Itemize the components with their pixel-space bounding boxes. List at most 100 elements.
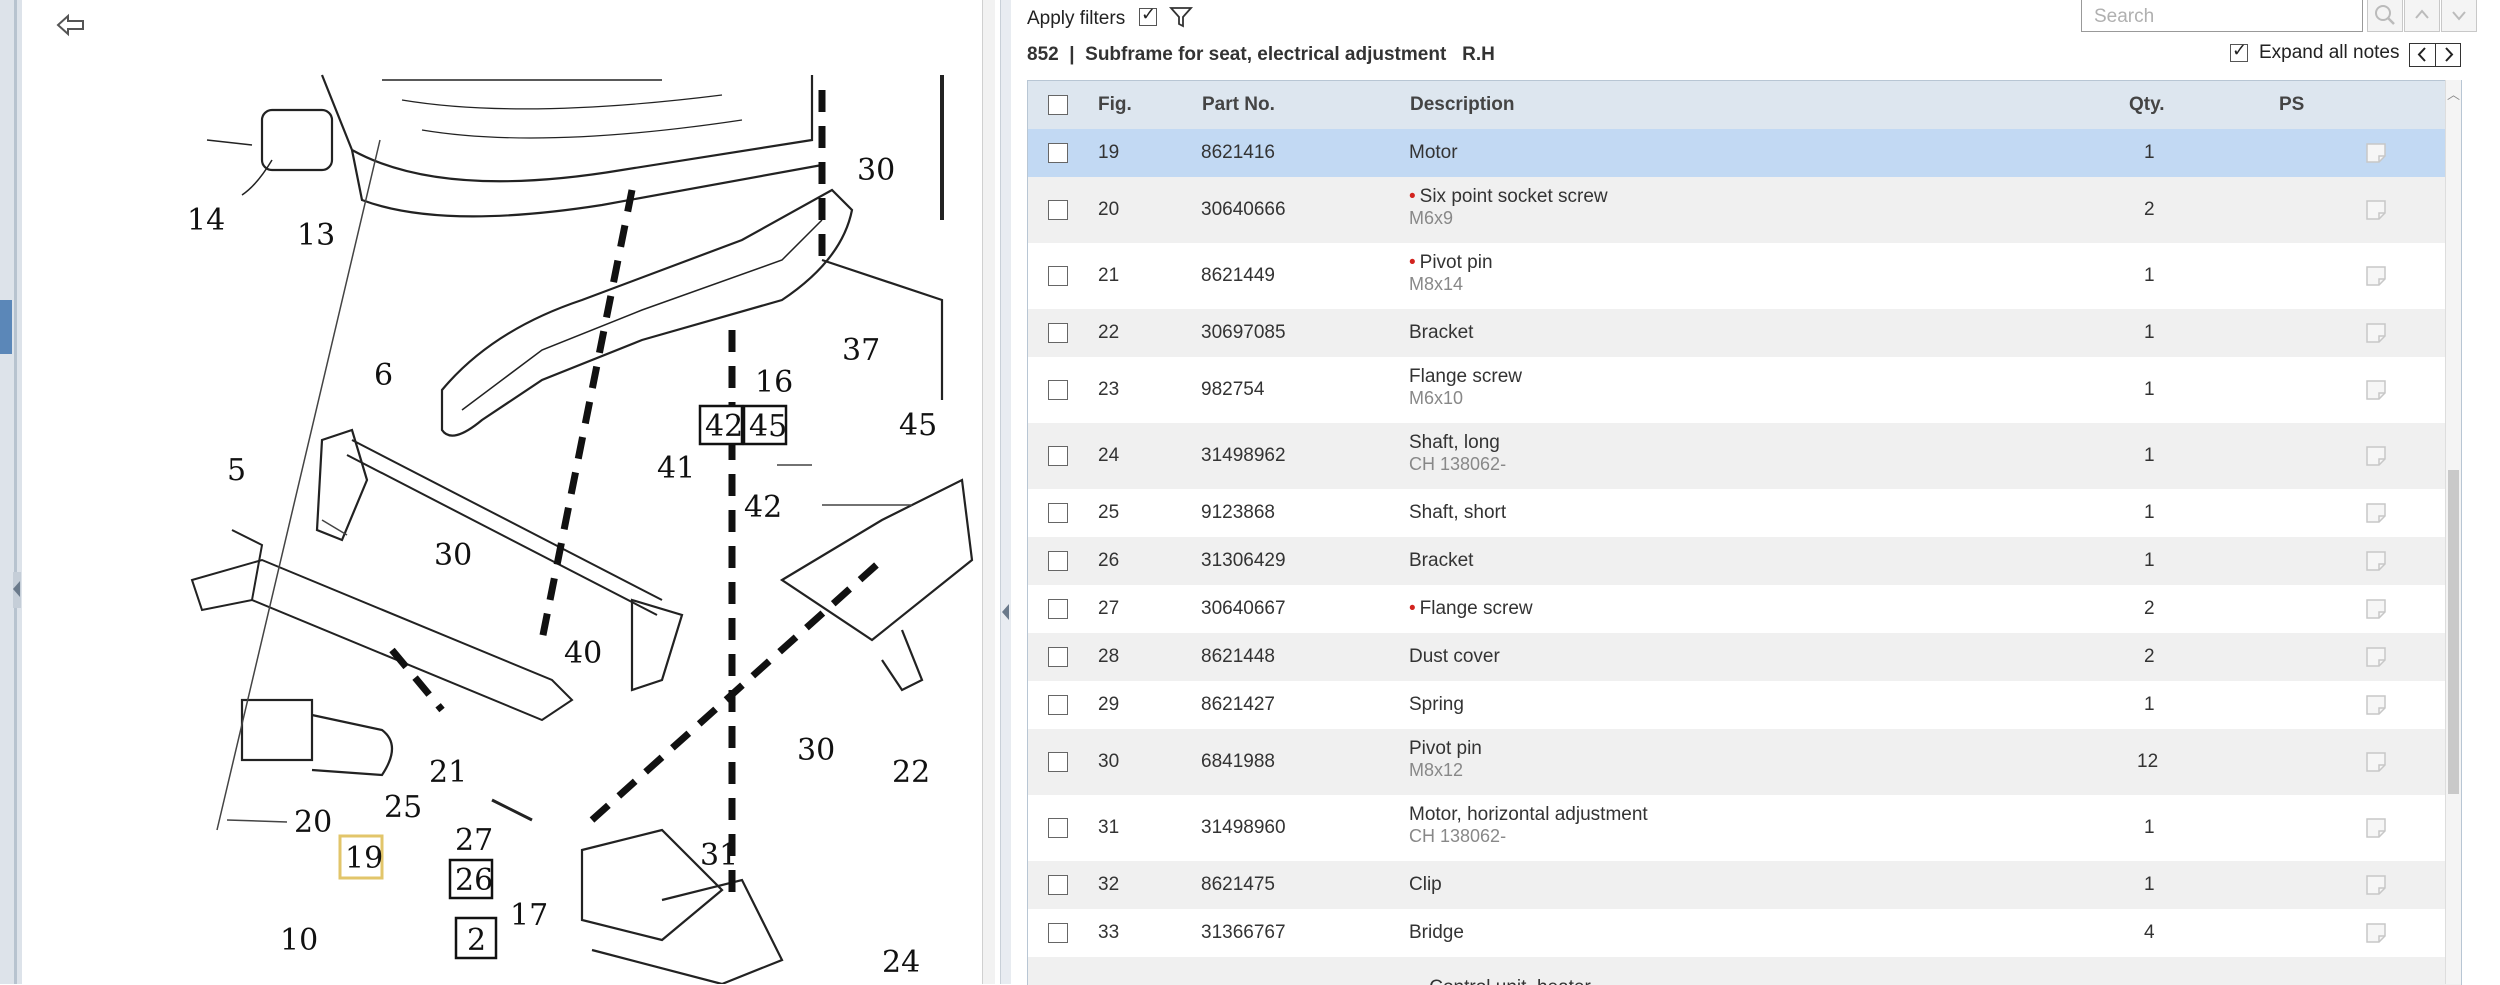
diagram-scrollbar[interactable]	[982, 0, 995, 984]
svg-text:37: 37	[842, 333, 880, 368]
row-checkbox[interactable]	[1048, 923, 1068, 943]
note-icon[interactable]	[2365, 694, 2387, 716]
cell-part-no[interactable]: 31306429	[1201, 550, 1286, 571]
row-checkbox[interactable]	[1048, 599, 1068, 619]
section-title: 852 | Subframe for seat, electrical adju…	[1027, 44, 1495, 66]
description-text: Clip	[1409, 874, 1442, 895]
note-icon[interactable]	[2365, 598, 2387, 620]
cell-part-no[interactable]: 9123868	[1201, 502, 1275, 523]
cell-part-no[interactable]: 30640666	[1201, 199, 1286, 220]
table-scrollbar[interactable]: ︿	[2445, 80, 2461, 984]
note-icon[interactable]	[2365, 646, 2387, 668]
row-checkbox[interactable]	[1048, 818, 1068, 838]
next-result-button[interactable]	[2441, 0, 2477, 32]
expand-all-notes-checkbox[interactable]	[2230, 40, 2248, 62]
row-checkbox[interactable]	[1048, 143, 1068, 163]
note-icon[interactable]	[2365, 922, 2387, 944]
note-icon[interactable]	[2365, 751, 2387, 773]
cell-part-no[interactable]: 8621448	[1201, 646, 1275, 667]
cell-part-no[interactable]: 8621427	[1201, 694, 1275, 715]
cell-fig: 29	[1098, 694, 1120, 715]
select-all-checkbox[interactable]	[1048, 95, 1068, 115]
collapse-panel-button[interactable]	[13, 572, 21, 608]
note-icon[interactable]	[2365, 445, 2387, 467]
cell-part-no[interactable]: 30640667	[1201, 598, 1286, 619]
nav-rail-marker[interactable]	[0, 300, 12, 354]
note-icon[interactable]	[2365, 142, 2387, 164]
cell-part-no[interactable]: 31366767	[1201, 922, 1286, 943]
svg-text:42: 42	[744, 490, 782, 525]
cell-part-no[interactable]: 8621475	[1201, 874, 1275, 895]
description-text: Bridge	[1409, 922, 1464, 943]
parts-diagram[interactable]: 14 13 30 6 5 30 37 16 45 41 42 40 21 30 …	[22, 0, 982, 984]
group-label-text: Control unit, heater	[1429, 977, 1591, 985]
cell-fig: 27	[1098, 598, 1120, 619]
description-text: Flange screw	[1409, 366, 1522, 387]
row-checkbox[interactable]	[1048, 503, 1068, 523]
chevron-up-icon	[2415, 9, 2429, 19]
cell-part-no[interactable]: 31498962	[1201, 445, 1286, 466]
previous-result-button[interactable]	[2404, 0, 2440, 32]
next-section-button[interactable]	[2436, 44, 2461, 66]
row-checkbox[interactable]	[1048, 695, 1068, 715]
search-input[interactable]	[2092, 2, 2346, 32]
note-icon[interactable]	[2365, 322, 2387, 344]
column-header-part-no[interactable]: Part No.	[1202, 94, 1275, 115]
search-button[interactable]	[2367, 0, 2403, 32]
row-checkbox[interactable]	[1048, 551, 1068, 571]
back-button[interactable]	[52, 10, 92, 40]
row-checkbox[interactable]	[1048, 266, 1068, 286]
cell-part-no[interactable]: 31498960	[1201, 817, 1286, 838]
previous-section-button[interactable]	[2410, 44, 2436, 66]
row-checkbox[interactable]	[1048, 647, 1068, 667]
table-scrollbar-thumb[interactable]	[2448, 470, 2459, 794]
cell-part-no[interactable]: 30697085	[1201, 322, 1286, 343]
description-text: Six point socket screw	[1419, 186, 1608, 207]
note-icon[interactable]	[2365, 265, 2387, 287]
cell-qty: 1	[2144, 445, 2155, 466]
row-checkbox[interactable]	[1048, 323, 1068, 343]
note-icon[interactable]	[2365, 817, 2387, 839]
note-icon[interactable]	[2365, 199, 2387, 221]
cell-part-no[interactable]: 982754	[1201, 379, 1265, 400]
row-checkbox[interactable]	[1048, 752, 1068, 772]
column-header-ps[interactable]: PS	[2279, 94, 2305, 115]
cell-description: Motor	[1409, 142, 1458, 164]
note-icon[interactable]	[2365, 874, 2387, 896]
note-icon[interactable]	[2365, 502, 2387, 524]
cell-part-no[interactable]: 8621416	[1201, 142, 1275, 163]
svg-text:27: 27	[455, 823, 493, 858]
filter-button[interactable]	[1168, 6, 1194, 28]
cell-part-no[interactable]: 6841988	[1201, 751, 1275, 772]
note-icon[interactable]	[2365, 379, 2387, 401]
row-checkbox[interactable]	[1048, 446, 1068, 466]
cell-part-no[interactable]: 8621449	[1201, 265, 1275, 286]
column-header-qty[interactable]: Qty.	[2129, 94, 2165, 115]
column-header-description[interactable]: Description	[1410, 94, 1515, 115]
cell-description: Bracket	[1409, 550, 1473, 572]
row-checkbox[interactable]	[1048, 380, 1068, 400]
note-icon[interactable]	[2365, 550, 2387, 572]
cell-description: •Pivot pin	[1409, 252, 1493, 274]
group-row[interactable]: ◢Control unit, heater	[1028, 957, 2461, 985]
scroll-up-icon[interactable]: ︿	[2447, 87, 2461, 102]
apply-filters-checkbox[interactable]	[1139, 4, 1157, 26]
row-checkbox[interactable]	[1048, 200, 1068, 220]
column-header-fig[interactable]: Fig.	[1098, 94, 1132, 115]
row-checkbox[interactable]	[1048, 875, 1068, 895]
